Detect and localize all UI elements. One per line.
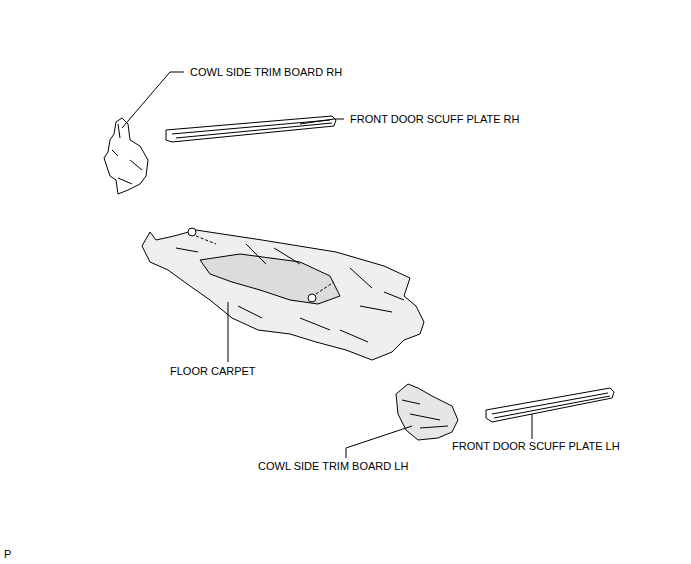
carpet-tunnel bbox=[200, 254, 340, 304]
clip bbox=[308, 294, 316, 302]
part-label: FRONT DOOR SCUFF PLATE RH bbox=[350, 113, 520, 126]
part-label: COWL SIDE TRIM BOARD LH bbox=[258, 460, 408, 473]
leader-line bbox=[532, 414, 533, 439]
part-label: COWL SIDE TRIM BOARD RH bbox=[190, 66, 342, 79]
scuff-plate-rh bbox=[166, 116, 336, 142]
part-label: P bbox=[4, 548, 11, 561]
leader-line bbox=[300, 119, 344, 124]
floor-carpet bbox=[142, 230, 424, 360]
leader-line bbox=[346, 426, 412, 458]
leader-line bbox=[122, 72, 184, 128]
part-label: FRONT DOOR SCUFF PLATE LH bbox=[452, 440, 620, 453]
cowl-detail bbox=[402, 400, 448, 428]
part-label: FLOOR CARPET bbox=[170, 365, 256, 378]
cowl-detail bbox=[112, 124, 142, 184]
carpet-detail bbox=[176, 244, 404, 342]
leader-line bbox=[228, 302, 229, 362]
clip bbox=[188, 228, 196, 236]
cowl-side-trim-rh bbox=[104, 118, 148, 194]
clip-leader bbox=[316, 282, 334, 294]
clip-leader bbox=[196, 236, 216, 244]
cowl-side-trim-lh bbox=[396, 384, 458, 440]
scuff-detail bbox=[492, 393, 610, 418]
scuff-plate-lh bbox=[486, 388, 614, 422]
